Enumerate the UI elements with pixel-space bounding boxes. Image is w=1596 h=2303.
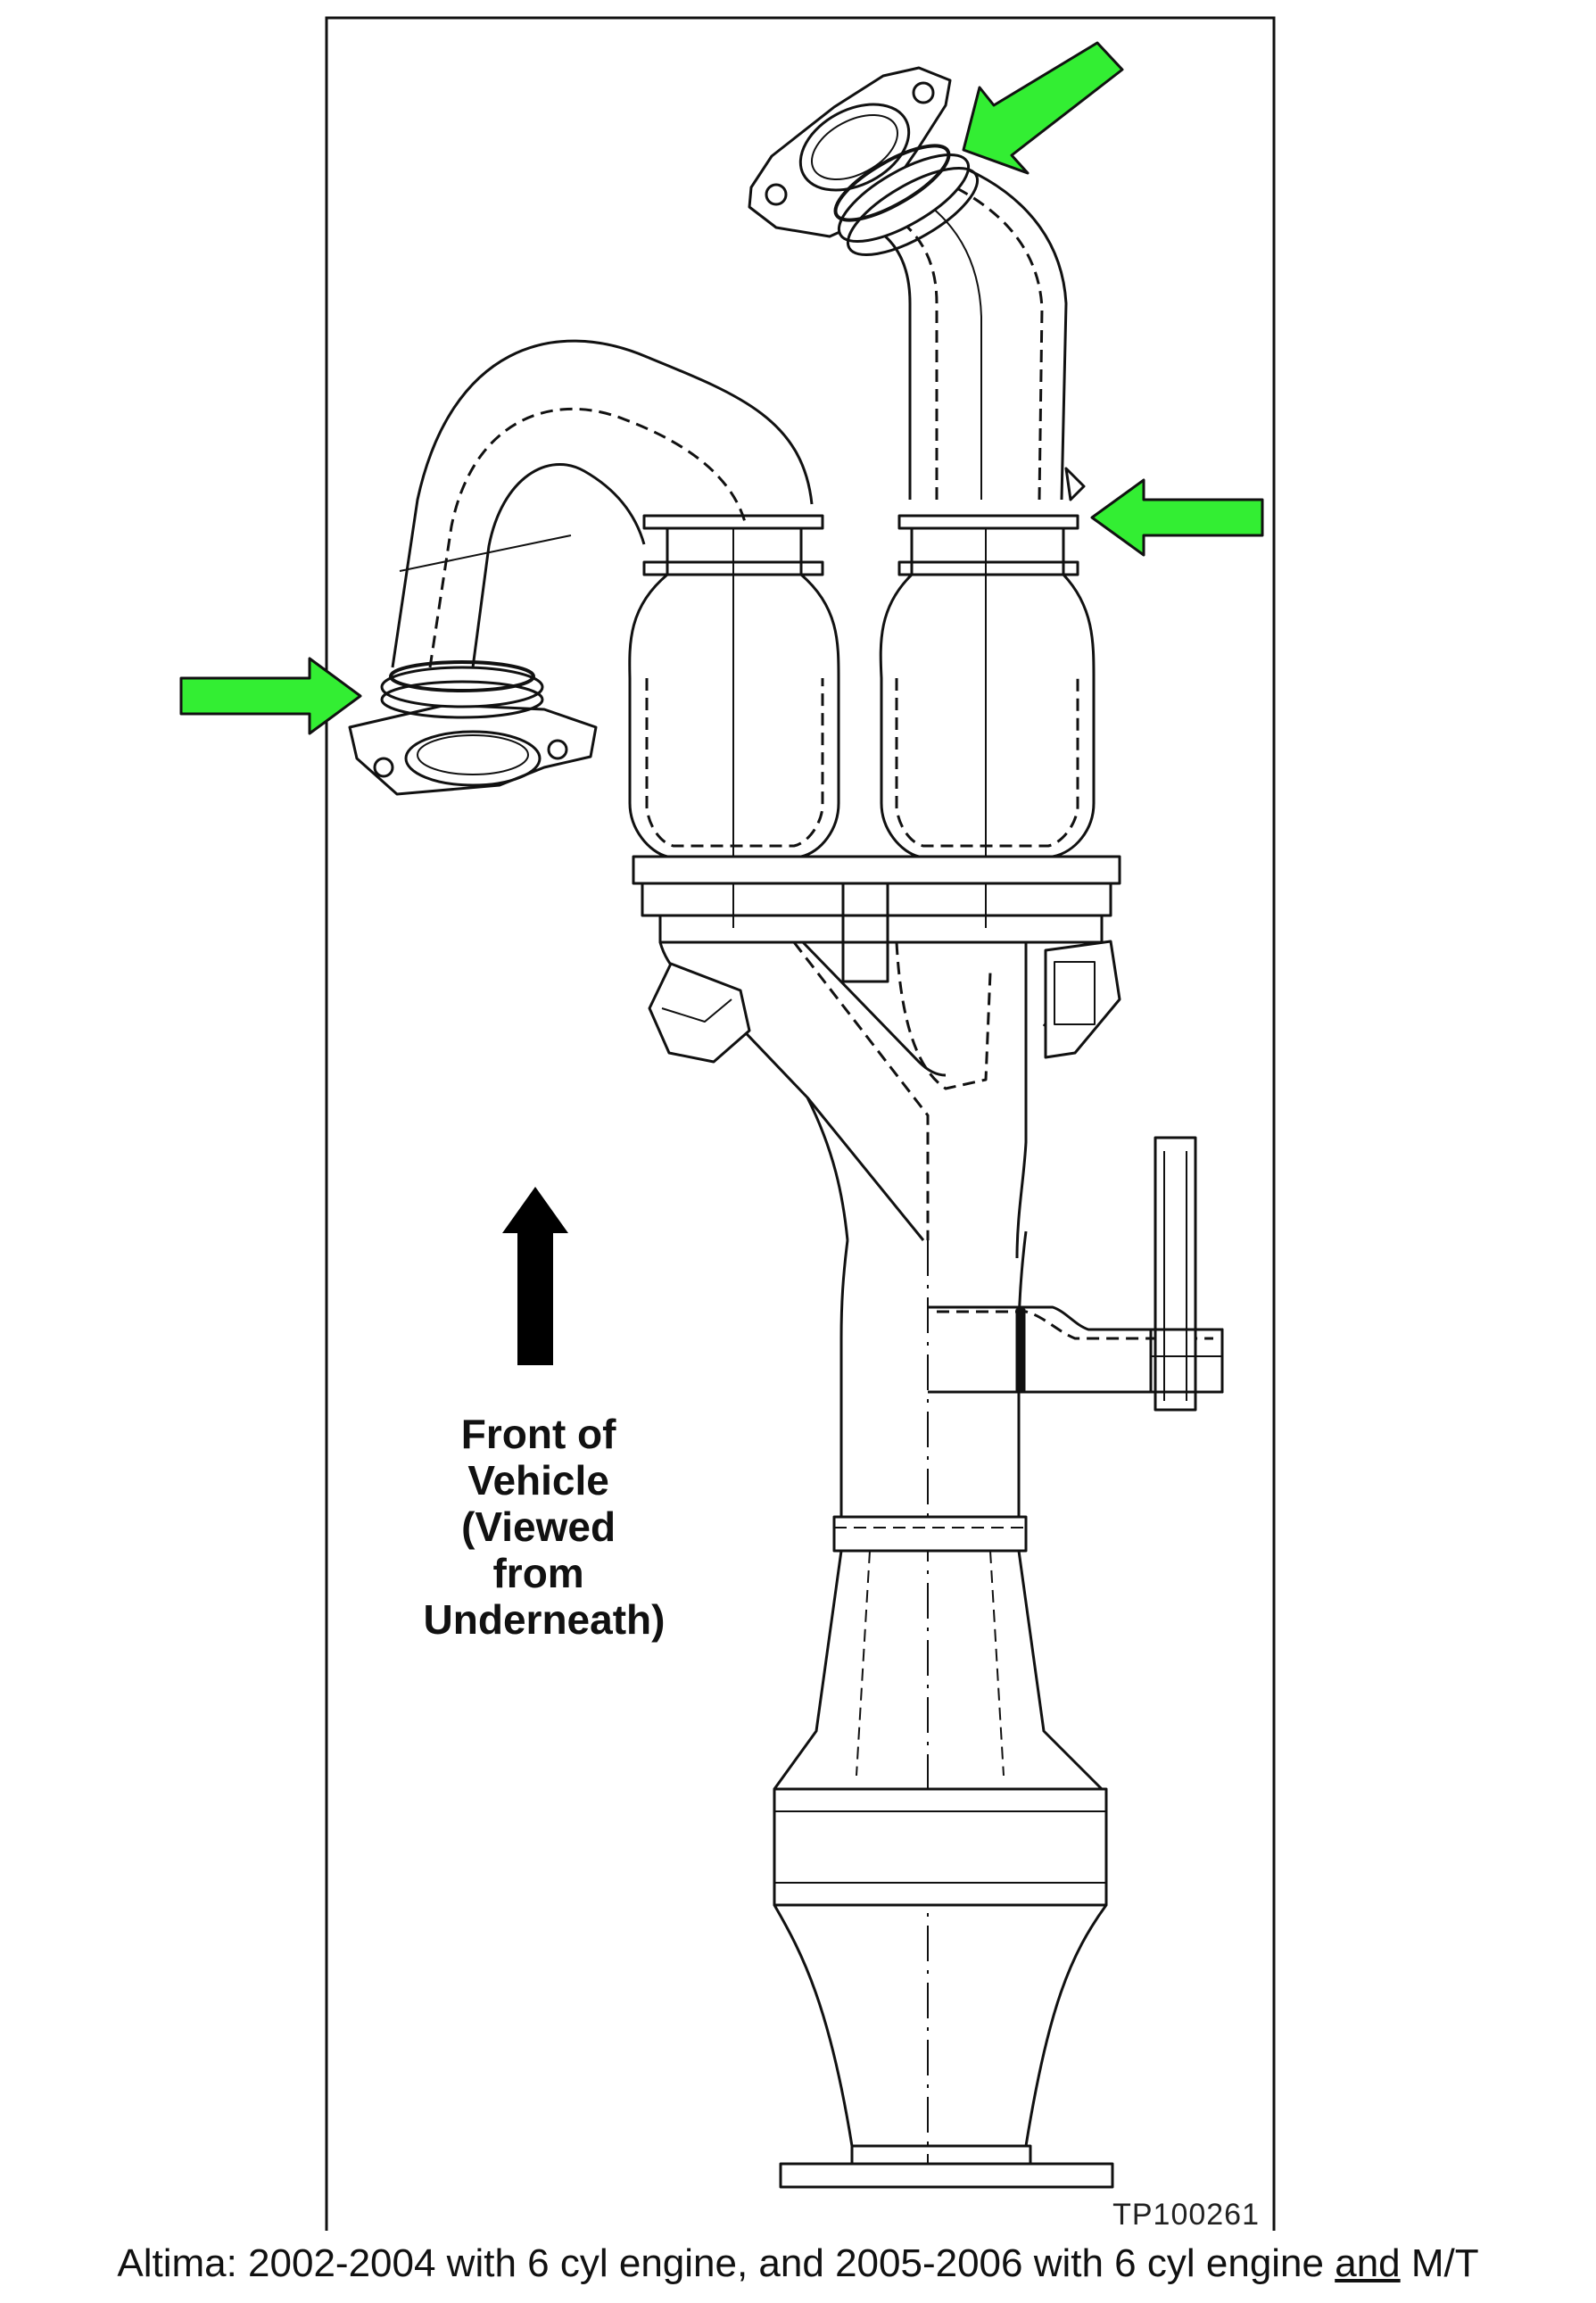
diagram-frame [325, 16, 1276, 2231]
figure-caption: Altima: 2002-2004 with 6 cyl engine, and… [0, 2241, 1596, 2286]
right-inlet-pipe [748, 66, 1086, 501]
left-flange [348, 703, 598, 796]
front-label-line: from [492, 1550, 583, 1596]
caption-text: Altima: 2002-2004 with 6 cyl engine, and… [117, 2241, 1336, 2285]
caption-underlined-word: and [1335, 2241, 1401, 2285]
callout-arrow-right [1090, 478, 1264, 557]
exhaust-assembly [348, 66, 1224, 2189]
exhaust-diagram: Front of Vehicle (Viewed from Underneath… [179, 16, 1276, 2231]
hanger-bracket [928, 1136, 1224, 1412]
reference-code: TP100261 [1112, 2198, 1260, 2231]
front-label-line: Front of [461, 1411, 616, 1457]
front-label-line: (Viewed [461, 1504, 616, 1550]
front-label-line: Underneath) [424, 1596, 666, 1643]
caption-text-end: M/T [1400, 2241, 1479, 2285]
callout-arrow-upper-right [962, 41, 1124, 175]
front-label-line: Vehicle [467, 1457, 609, 1504]
front-direction-arrow [502, 1187, 568, 1365]
right-bracket [1044, 940, 1121, 1059]
callout-arrow-left [179, 657, 362, 735]
y-collector [632, 855, 1121, 1259]
upper-clamp [833, 144, 980, 257]
front-of-vehicle-label: Front of Vehicle (Viewed from Underneath… [424, 1411, 666, 1643]
tail-flange [779, 2162, 1114, 2189]
pipe-sleeve [832, 1515, 1028, 1553]
left-bracket [648, 962, 751, 1064]
left-inlet-pipe [348, 339, 814, 796]
main-pipe [806, 1097, 1224, 2177]
left-clamp [380, 660, 544, 719]
rear-resonator [773, 1550, 1114, 2189]
